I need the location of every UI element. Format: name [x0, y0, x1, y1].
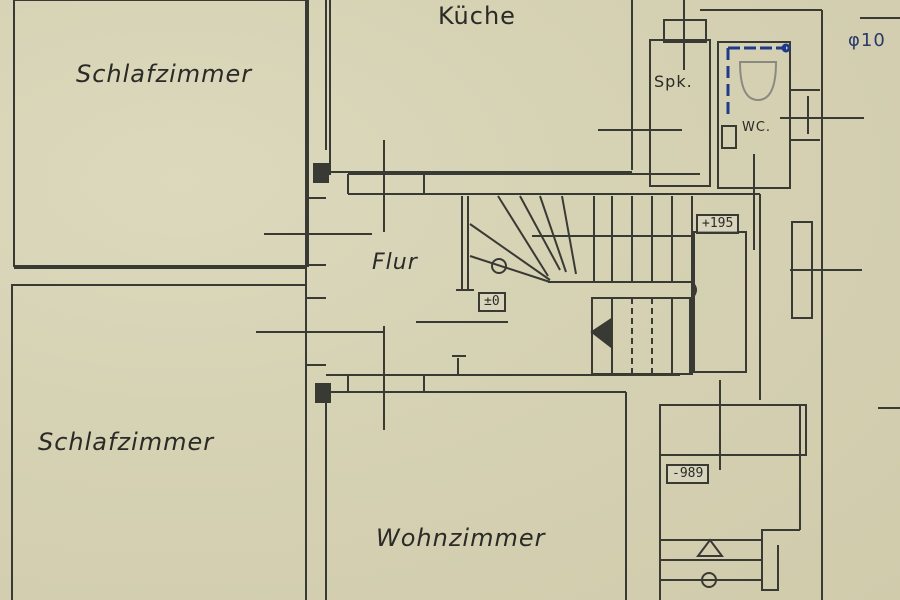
room-label-wc: WC.: [742, 120, 772, 135]
room-label-pantry: Spk.: [654, 72, 693, 91]
room-label-hall: Flur: [372, 250, 418, 275]
room-label-bedroom-top: Schlafzimmer: [76, 60, 253, 88]
level-marker-basement: -989: [666, 464, 710, 484]
level-marker-landing: +195: [696, 214, 740, 234]
room-label-bedroom-bottom: Schlafzimmer: [38, 428, 215, 456]
dimension-annotation: φ10: [848, 30, 886, 51]
room-label-kitchen: Küche: [438, 2, 516, 30]
room-label-living: Wohnzimmer: [376, 524, 546, 552]
level-marker-hall: ±0: [478, 292, 506, 312]
